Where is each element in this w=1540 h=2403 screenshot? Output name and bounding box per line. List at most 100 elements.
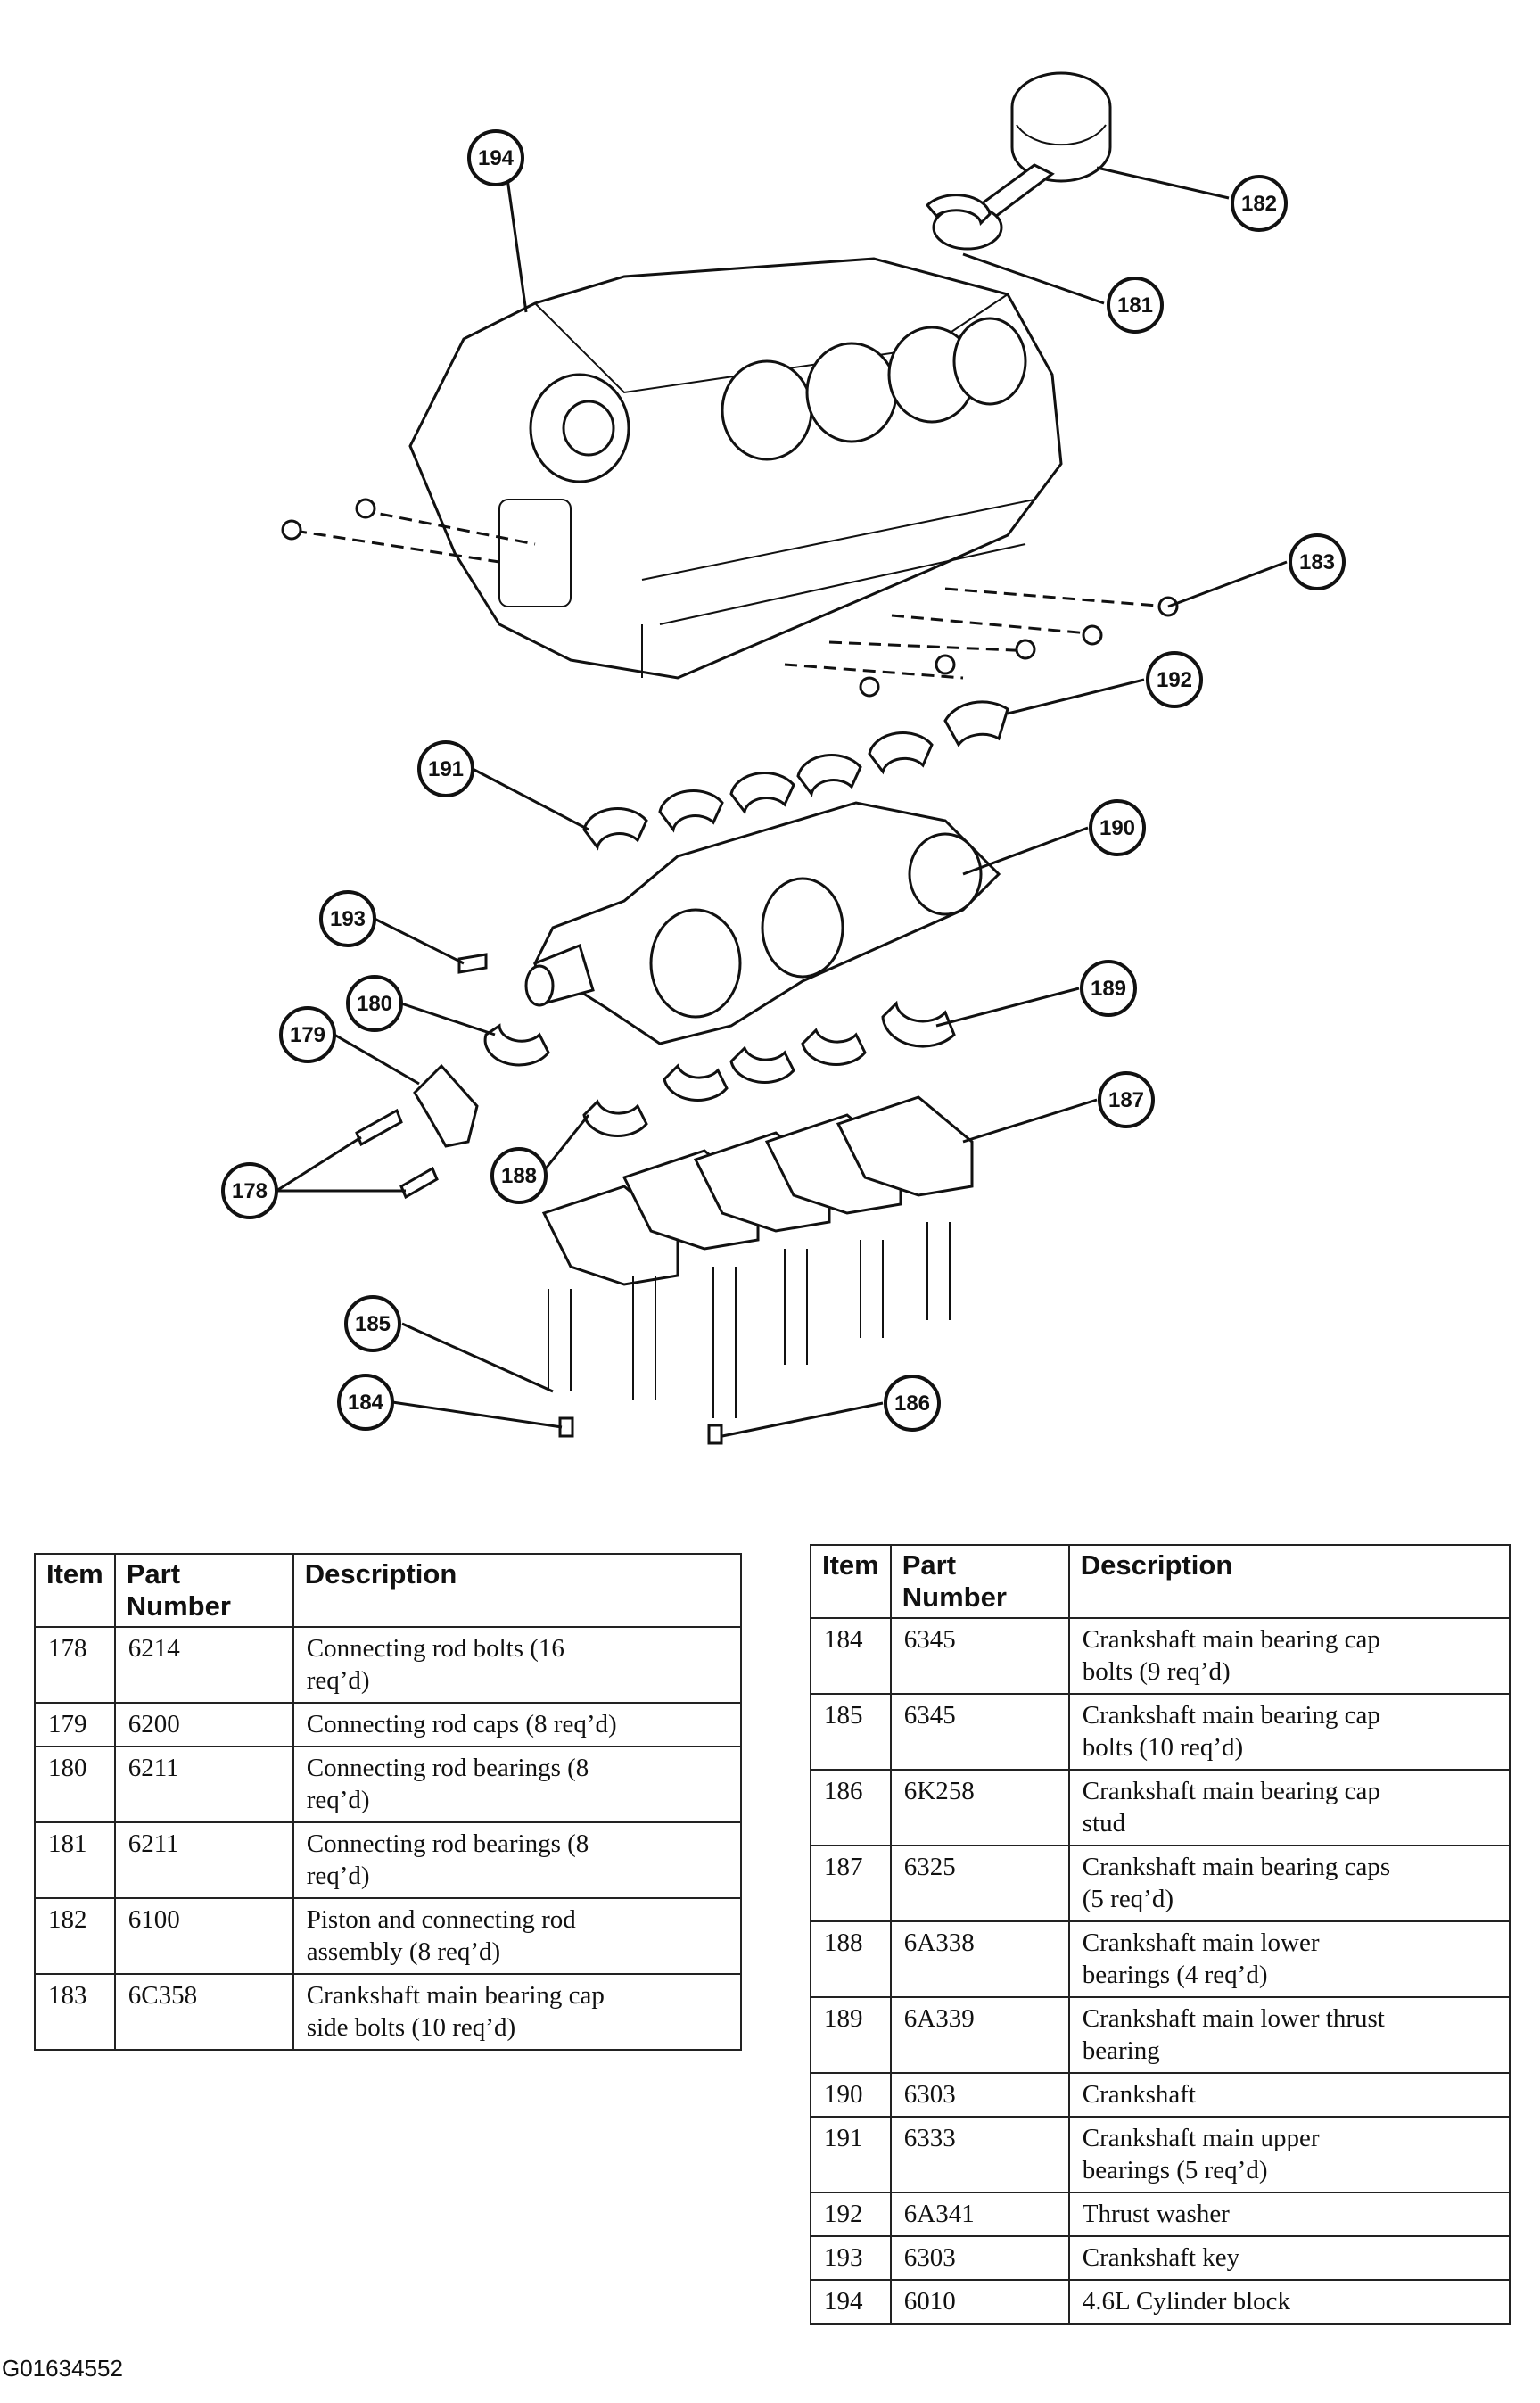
cell-part-number: 6333: [889, 2116, 1070, 2193]
description-line: (5 req’d): [1082, 1885, 1174, 1913]
header-description: Description: [292, 1553, 743, 1628]
description-line: req’d): [306, 1786, 370, 1814]
cell-description: 4.6L Cylinder block: [1067, 2279, 1511, 2325]
svg-text:182: 182: [1241, 192, 1277, 216]
cylinder-block: [408, 257, 1063, 680]
cell-item: 178: [34, 1626, 116, 1704]
cell-item: 185: [810, 1693, 892, 1771]
cell-item: 184: [810, 1617, 892, 1695]
callout-190: 190: [1089, 799, 1146, 856]
cell-item: 186: [810, 1769, 892, 1846]
cell-part-number: 6K258: [889, 1769, 1070, 1846]
description-line: Connecting rod bearings (8: [306, 1829, 589, 1858]
description-line: bearing: [1082, 2036, 1160, 2065]
cell-item: 187: [810, 1845, 892, 1922]
cell-description: Crankshaft main lower thrust bearing: [1067, 1996, 1511, 2074]
cell-description: Connecting rod bearings (8 req’d): [292, 1821, 743, 1899]
callout-184: 184: [337, 1374, 394, 1431]
callout-191: 191: [417, 740, 474, 797]
description-line: Crankshaft main bearing caps: [1082, 1853, 1391, 1881]
svg-text:186: 186: [894, 1391, 930, 1416]
callout-182: 182: [1231, 175, 1288, 232]
header-part-number: Part Number: [889, 1544, 1070, 1619]
description-line: Thrust washer: [1082, 2200, 1230, 2228]
callout-187: 187: [1098, 1071, 1155, 1128]
cell-description: Crankshaft key: [1067, 2235, 1511, 2281]
description-line: Crankshaft main bearing cap: [306, 1981, 605, 2010]
description-line: Crankshaft main lower: [1082, 1928, 1320, 1957]
rod-bearing-upper: [925, 194, 992, 227]
cell-item: 181: [34, 1821, 116, 1899]
cell-part-number: 6214: [113, 1626, 294, 1704]
cell-item: 188: [810, 1920, 892, 1998]
callout-189: 189: [1080, 960, 1137, 1017]
svg-text:184: 184: [348, 1391, 384, 1415]
cell-item: 190: [810, 2072, 892, 2118]
header-item: Item: [34, 1553, 116, 1628]
callout-180: 180: [346, 975, 403, 1032]
piston-rod-assembly: [932, 71, 1112, 251]
cell-item: 189: [810, 1996, 892, 2074]
description-line: Crankshaft main bearing cap: [1082, 1777, 1380, 1805]
main-bearing-caps: [541, 1095, 974, 1286]
leader-lines: [276, 165, 1288, 1438]
main-cap-bolts: [548, 1222, 951, 1445]
description-line: bearings (4 req’d): [1082, 1961, 1268, 1989]
callout-178: 178: [221, 1162, 278, 1219]
figure-id: G01634552: [2, 2355, 123, 2382]
cell-part-number: 6010: [889, 2279, 1070, 2325]
header-description: Description: [1067, 1544, 1511, 1619]
cell-part-number: 6345: [889, 1693, 1070, 1771]
description-line: Connecting rod bearings (8: [306, 1754, 589, 1782]
rod-cap-and-bolts: [355, 1063, 479, 1200]
svg-text:180: 180: [357, 992, 392, 1016]
cell-description: Crankshaft main bearing cap side bolts (1…: [292, 1973, 743, 2051]
callout-194: 194: [467, 129, 524, 186]
description-line: Connecting rod caps (8 req’d): [306, 1710, 617, 1738]
description-line: Crankshaft main lower thrust: [1082, 2004, 1385, 2033]
svg-text:178: 178: [232, 1179, 268, 1203]
cell-description: Crankshaft main bearing cap stud: [1067, 1769, 1511, 1846]
cell-part-number: 6303: [889, 2072, 1070, 2118]
callout-192: 192: [1146, 651, 1203, 708]
description-line: Connecting rod bolts (16: [306, 1634, 564, 1663]
table-header-row: Item Part Number Description: [34, 1553, 743, 1628]
cell-part-number: 6A339: [889, 1996, 1070, 2074]
cell-part-number: 6200: [113, 1702, 294, 1747]
callout-188: 188: [490, 1147, 548, 1204]
description-line: side bolts (10 req’d): [306, 2013, 516, 2042]
cell-item: 191: [810, 2116, 892, 2193]
svg-text:189: 189: [1091, 977, 1126, 1001]
description-line: assembly (8 req’d): [306, 1937, 501, 1966]
cell-part-number: 6211: [113, 1821, 294, 1899]
header-item: Item: [810, 1544, 892, 1619]
svg-text:192: 192: [1157, 668, 1192, 692]
callout-193: 193: [319, 890, 376, 947]
description-line: Crankshaft main upper: [1082, 2124, 1320, 2152]
description-line: bolts (9 req’d): [1082, 1657, 1231, 1686]
cell-description: Crankshaft main lower bearings (4 req’d): [1067, 1920, 1511, 1998]
description-line: 4.6L Cylinder block: [1082, 2287, 1291, 2316]
description-line: req’d): [306, 1862, 370, 1890]
lower-bearings: [483, 1000, 956, 1137]
cell-part-number: 6211: [113, 1746, 294, 1823]
cell-description: Crankshaft main bearing caps (5 req’d): [1067, 1845, 1511, 1922]
cell-part-number: 6345: [889, 1617, 1070, 1695]
description-line: stud: [1082, 1809, 1126, 1837]
header-part-number: Part Number: [113, 1553, 294, 1628]
